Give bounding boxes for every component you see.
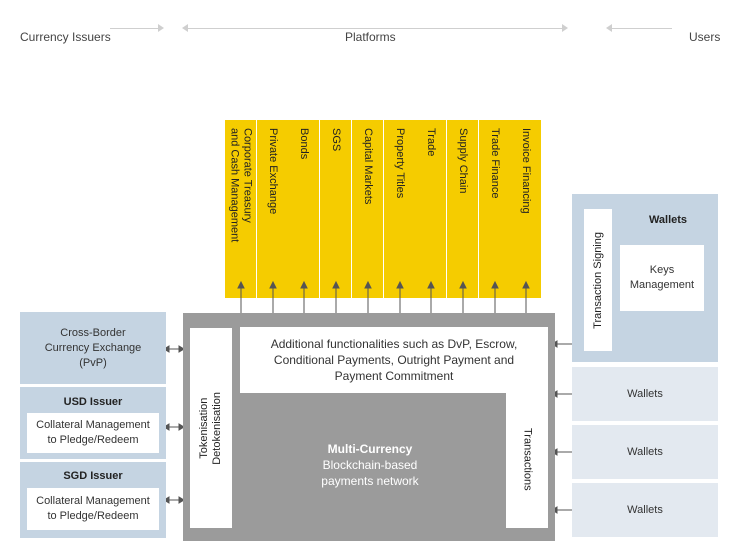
platform-column: Capital Markets bbox=[352, 120, 384, 298]
platform-label: Bonds bbox=[298, 128, 310, 160]
users-arrow-line bbox=[612, 28, 672, 29]
platform-column: Private Exchange bbox=[257, 120, 289, 298]
platforms-right-arrowhead bbox=[562, 24, 568, 32]
platforms-arrow-line bbox=[188, 28, 564, 29]
functionalities-box: Additional functionalities such as DvP, … bbox=[240, 327, 548, 393]
wallet-row: Wallets bbox=[572, 483, 718, 537]
cross-border-box: Cross-Border Currency Exchange (PvP) bbox=[20, 312, 166, 384]
platform-label: Trade bbox=[425, 128, 437, 157]
header-currency-issuers: Currency Issuers bbox=[20, 30, 111, 44]
platform-label: SGS bbox=[330, 128, 342, 152]
wallets-main-title: Wallets bbox=[648, 214, 688, 226]
sgd-issuer-title: SGD Issuer bbox=[63, 470, 123, 482]
wallet-row-label: Wallets bbox=[627, 503, 663, 516]
sgd-collateral-box: Collateral Management to Pledge/Redeem bbox=[27, 488, 159, 530]
header-users: Users bbox=[689, 30, 721, 44]
users-arrowhead bbox=[606, 24, 612, 32]
platform-label: Private Exchange bbox=[267, 128, 279, 215]
transaction-signing-label: Transaction Signing bbox=[591, 231, 604, 329]
platform-column: Invoice Financing bbox=[510, 120, 542, 298]
transactions-box: Transactions bbox=[506, 390, 548, 528]
wallets-main-box: Transaction Signing Wallets Keys Managem… bbox=[572, 194, 718, 362]
functionalities-text: Additional functionalities such as DvP, … bbox=[270, 337, 518, 383]
platform-column: Property Titles bbox=[384, 120, 416, 298]
usd-issuer-title: USD Issuer bbox=[63, 396, 123, 408]
platform-label: Corporate Treasury and Cash Management bbox=[228, 128, 254, 243]
platform-label: Trade Finance bbox=[489, 128, 501, 199]
wallet-row: Wallets bbox=[572, 367, 718, 421]
platform-label: Capital Markets bbox=[362, 128, 374, 205]
usd-issuer-box: USD Issuer Collateral Management to Pled… bbox=[20, 387, 166, 459]
usd-collateral-box: Collateral Management to Pledge/Redeem bbox=[27, 413, 159, 453]
issuers-arrowhead bbox=[158, 24, 164, 32]
wallet-row: Wallets bbox=[572, 425, 718, 479]
platform-column: Trade bbox=[415, 120, 447, 298]
issuers-arrow-line bbox=[110, 28, 160, 29]
wallet-row-label: Wallets bbox=[627, 387, 663, 400]
usd-collateral-label: Collateral Management to Pledge/Redeem bbox=[36, 419, 150, 446]
keys-management-box: Keys Management bbox=[620, 245, 704, 311]
platform-label: Invoice Financing bbox=[520, 128, 532, 214]
wallet-row-label: Wallets bbox=[627, 445, 663, 458]
transaction-signing-box: Transaction Signing bbox=[584, 209, 612, 351]
platform-column: SGS bbox=[320, 120, 352, 298]
sgd-issuer-box: SGD Issuer Collateral Management to Pled… bbox=[20, 462, 166, 538]
network-subtitle: Blockchain-based payments network bbox=[321, 458, 419, 488]
platforms-left-arrowhead bbox=[182, 24, 188, 32]
platform-label: Property Titles bbox=[394, 128, 406, 199]
sgd-collateral-label: Collateral Management to Pledge/Redeem bbox=[36, 495, 150, 522]
platform-column: Corporate Treasury and Cash Management bbox=[225, 120, 257, 298]
tokenisation-label: Tokenisation Detokenisation bbox=[198, 391, 223, 465]
tokenisation-box: Tokenisation Detokenisation bbox=[190, 328, 232, 528]
platform-column: Supply Chain bbox=[447, 120, 479, 298]
platform-label: Supply Chain bbox=[457, 128, 469, 194]
transactions-label: Transactions bbox=[521, 427, 534, 491]
network-title: Multi-Currency bbox=[327, 442, 413, 456]
cross-border-label: Cross-Border Currency Exchange (PvP) bbox=[44, 326, 142, 369]
platform-column: Bonds bbox=[288, 120, 320, 298]
keys-management-label: Keys Management bbox=[629, 264, 695, 291]
header-platforms: Platforms bbox=[345, 30, 396, 44]
